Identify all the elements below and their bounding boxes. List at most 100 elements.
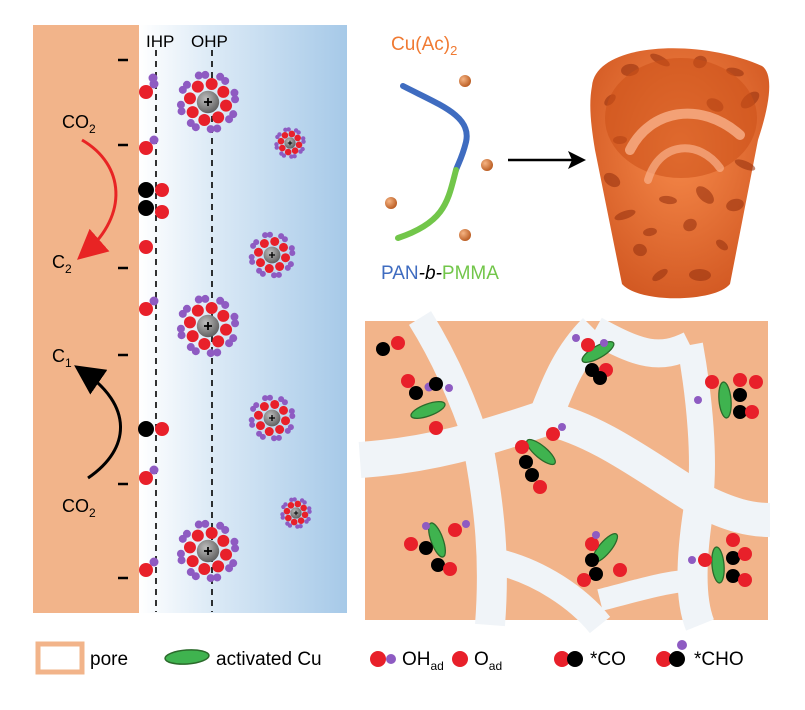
tube-pore: [696, 186, 714, 204]
c1-label: C1: [52, 346, 72, 370]
electrode-slab: [33, 25, 139, 613]
water-oxygen: [183, 541, 196, 554]
co-carbon: [733, 388, 747, 402]
water-oxygen: [290, 518, 298, 526]
co-carbon: [419, 541, 433, 555]
synthesis-scheme: Cu(Ac)2 PAN-b-PMMA: [381, 34, 770, 299]
plus-sign: [287, 140, 293, 146]
hydrated-cation: [176, 519, 240, 583]
co-oxygen: [738, 573, 752, 587]
water-oxygen: [294, 134, 301, 142]
water-oxygen: [281, 132, 289, 139]
tube-pore: [603, 172, 621, 188]
water-hydrogen: [298, 149, 303, 154]
synthesis-arrowhead: [568, 151, 586, 169]
water-oxygen: [295, 141, 303, 149]
copolymer-label: PAN-b-PMMA: [381, 263, 499, 284]
water-oxygen: [264, 264, 274, 274]
co-oxygen: [733, 373, 747, 387]
legend-cho-label: *CHO: [694, 649, 744, 670]
o-ad: [429, 421, 443, 435]
co-oxygen: [391, 336, 405, 350]
water-hydrogen: [248, 254, 255, 261]
co-carbon: [525, 468, 539, 482]
water-oxygen: [255, 421, 265, 431]
water-hydrogen: [213, 124, 222, 133]
hydrated-cation: [280, 497, 312, 529]
hydrated-cation: [176, 294, 240, 358]
oh-ad-h: [149, 557, 159, 567]
activated-cu: [526, 438, 556, 466]
water-hydrogen: [201, 294, 210, 303]
adsorbates: [138, 73, 169, 577]
hydrated-cation: [176, 70, 240, 134]
plus-sign: [204, 98, 212, 106]
water-oxygen: [212, 335, 225, 348]
water-hydrogen: [289, 497, 294, 502]
water-oxygen: [191, 304, 204, 317]
water-hydrogen: [298, 524, 303, 529]
hydrated-cation: [274, 127, 306, 159]
water-oxygen: [281, 253, 291, 263]
water-hydrogen: [248, 417, 255, 424]
ohp-label: OHP: [191, 32, 228, 51]
water-oxygen: [253, 247, 263, 257]
oh-ad-h: [149, 465, 159, 475]
tube-pore: [734, 159, 756, 171]
c2-label: C2: [52, 252, 72, 276]
water-hydrogen: [230, 537, 239, 546]
water-hydrogen: [231, 95, 240, 104]
solvated-cations: [176, 70, 312, 583]
legend-activated-cu-swatch: [164, 649, 210, 665]
oh-ad-o: [139, 85, 153, 99]
water-oxygen: [205, 77, 218, 90]
water-hydrogen: [307, 506, 312, 511]
water-oxygen: [191, 529, 204, 542]
water-hydrogen: [280, 515, 285, 520]
double-layer-panel: IHP OHP CO2 C2 C1 CO2: [33, 25, 347, 613]
lower-co2-label: CO2: [62, 496, 96, 520]
activated-cu: [428, 522, 446, 558]
co-oxygen: [155, 422, 169, 436]
water-hydrogen: [221, 525, 230, 534]
lower-reaction-arrow: [74, 365, 122, 480]
water-hydrogen: [289, 412, 296, 419]
tube-pore: [652, 268, 668, 282]
hydrated-cation: [248, 231, 296, 279]
water-hydrogen: [253, 239, 260, 246]
upper-reaction-arrow: [77, 138, 118, 260]
water-oxygen: [198, 338, 211, 351]
water-hydrogen: [277, 132, 282, 137]
water-oxygen: [191, 80, 204, 93]
water-hydrogen: [176, 100, 185, 109]
water-hydrogen: [182, 529, 191, 538]
pore-channels: [358, 311, 771, 634]
co-carbon: [726, 551, 740, 565]
oh-ad-h: [149, 296, 159, 306]
water-hydrogen: [301, 139, 306, 144]
water-hydrogen: [249, 421, 256, 428]
water-oxygen: [279, 242, 289, 252]
co-oxygen: [745, 405, 759, 419]
water-oxygen: [279, 405, 289, 415]
pmma-block-chain: [395, 167, 459, 241]
co-oxygen: [443, 562, 457, 576]
water-hydrogen: [307, 509, 312, 514]
water-hydrogen: [289, 249, 296, 256]
water-hydrogen: [230, 312, 239, 321]
water-oxygen: [255, 258, 265, 268]
legend-oh-o: [370, 651, 386, 667]
legend-cho-c: [669, 651, 685, 667]
legend-oh-label: OHad: [402, 649, 444, 673]
water-hydrogen: [304, 519, 309, 524]
water-hydrogen: [194, 71, 203, 80]
water-hydrogen: [296, 130, 301, 135]
water-hydrogen: [256, 430, 263, 437]
water-hydrogen: [283, 127, 288, 132]
water-oxygen: [275, 425, 285, 435]
water-hydrogen: [284, 427, 291, 434]
water-hydrogen: [256, 267, 263, 274]
water-hydrogen: [213, 348, 222, 357]
